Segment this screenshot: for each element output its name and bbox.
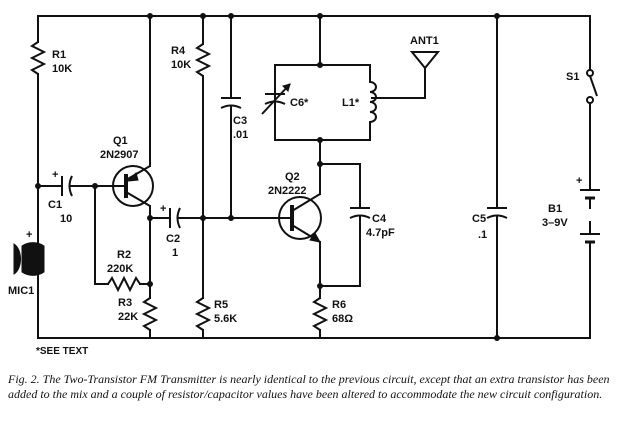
c1-ref: C1 [48,199,62,211]
c2-capacitor: + C2 1 [149,203,279,259]
c6-ref: C6* [290,97,309,109]
r4-value: 10K [171,59,191,71]
c5-ref: C5 [472,213,486,225]
figure-caption: Fig. 2. The Two-Transistor FM Transmitte… [8,372,610,401]
c2-value: 1 [172,247,178,259]
r3-ref: R3 [118,297,132,309]
q2-ref: Q2 [285,171,300,183]
r6-value: 68Ω [332,313,353,325]
ant1-ref: ANT1 [410,35,439,47]
r4-ref: R4 [171,45,186,57]
c6-variable-capacitor: C6* [261,64,309,115]
mic1-microphone: + MIC1 [8,185,45,339]
c5-capacitor: C5 .1 [472,15,508,339]
r3-value: 22K [118,311,138,323]
q1-part: 2N2907 [100,149,139,161]
r1-ref: R1 [52,49,66,61]
b1-battery: + B1 3–9V [542,175,600,339]
q2-transistor: Q2 2N2222 [268,163,322,287]
c3-capacitor: C3 .01 [220,15,248,219]
s1-ref: S1 [566,71,579,83]
q1-transistor: Q1 2N2907 [100,15,154,219]
r4-resistor: R4 10K [171,15,212,299]
c2-plus: + [160,203,166,215]
l1-ref: L1* [342,97,360,109]
r6-resistor: R6 68Ω [311,285,353,339]
c1-value: 10 [60,213,72,225]
r5-value: 5.6K [214,313,237,325]
r5-ref: R5 [214,299,228,311]
r2-value: 220K [107,263,133,275]
c5-value: .1 [478,229,487,241]
c4-ref: C4 [372,213,387,225]
r2-resistor: R2 220K [94,185,151,293]
r5-resistor: R5 5.6K [194,297,237,339]
tank-circuit [274,15,371,165]
c1-plus: + [52,169,58,181]
r1-value: 10K [52,63,72,75]
s1-switch: S1 [566,15,598,191]
ant1-antenna: ANT1 [409,35,441,99]
b1-ref: B1 [548,203,562,215]
c3-value: .01 [233,129,248,141]
b1-value: 3–9V [542,217,568,229]
c1-capacitor: + C1 10 [37,169,119,225]
r3-resistor: R3 22K [118,217,159,339]
c4-capacitor: C4 4.7pF [319,163,395,287]
l1-inductor: L1* [342,64,426,141]
c4-value: 4.7pF [366,227,395,239]
mic1-ref: MIC1 [8,285,34,297]
r2-ref: R2 [117,249,131,261]
footnote: *SEE TEXT [36,346,89,357]
r1-resistor: R1 10K [29,15,72,187]
c2-ref: C2 [166,233,180,245]
q2-part: 2N2222 [268,185,307,197]
mic1-plus: + [26,229,32,241]
r6-ref: R6 [332,299,346,311]
c3-ref: C3 [233,115,247,127]
q1-ref: Q1 [113,135,128,147]
b1-plus: + [576,175,582,187]
